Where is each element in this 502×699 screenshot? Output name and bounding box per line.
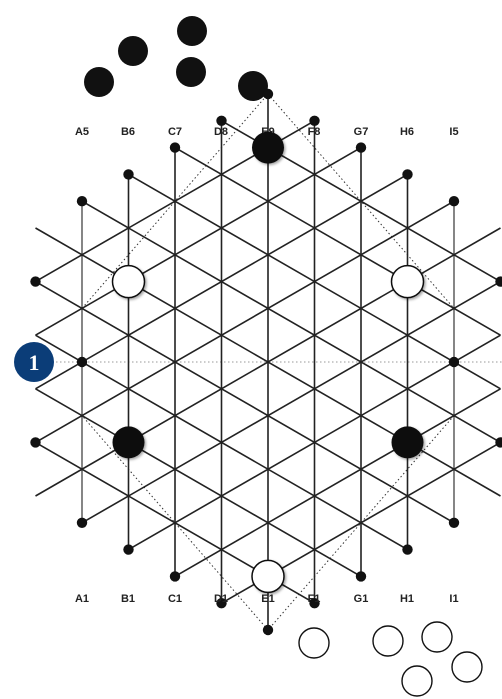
board-edge-dot	[216, 598, 227, 609]
black-reserve-pieces	[84, 16, 268, 101]
board-edge-dot	[355, 142, 367, 153]
diagonal-line	[128, 173, 501, 390]
bottom-coordinate-labels: A1 B1 C1 D1 E1 F1 G1 H1 I1	[75, 593, 459, 605]
diagonal-line	[81, 280, 501, 524]
board-edge-dot	[123, 544, 134, 555]
coord-label-bottom: B1	[121, 593, 135, 605]
diagonal-line	[81, 200, 501, 444]
white-reserve-piece	[372, 625, 404, 657]
diagonal-line	[174, 388, 501, 578]
diagonal-line	[35, 146, 362, 336]
black-reserve-piece	[176, 57, 206, 87]
white-board-piece	[111, 264, 146, 299]
diagonal-line	[35, 227, 501, 497]
coord-label-top: B6	[121, 126, 135, 138]
coord-label-top: H6	[400, 126, 414, 138]
coord-label-bottom: G1	[354, 593, 369, 605]
diagonal-line	[35, 200, 455, 444]
coord-label-bottom: F1	[308, 593, 321, 605]
diagonal-line	[174, 146, 501, 336]
board-edge-dot	[402, 544, 413, 555]
board-edge-dot	[495, 276, 502, 287]
board-edge-dot	[495, 437, 502, 448]
board-edge-dot	[76, 356, 88, 368]
black-reserve-piece	[84, 67, 114, 97]
black-board-piece	[252, 131, 284, 164]
board-edge-dot	[76, 196, 88, 207]
black-reserve-piece	[238, 71, 268, 101]
board-edge-dot	[262, 88, 274, 100]
step-number-label: 1	[29, 350, 40, 375]
white-reserve-pieces	[298, 621, 483, 697]
coord-label-top: G7	[354, 126, 369, 138]
board-edge-dot	[448, 356, 460, 368]
board-edge-dot	[169, 571, 181, 582]
white-board-piece	[390, 264, 425, 299]
diagonal-line	[35, 280, 455, 524]
coord-label-top: A5	[75, 126, 89, 138]
black-reserve-piece	[177, 16, 207, 46]
white-board-piece	[251, 559, 285, 594]
white-reserve-piece	[298, 627, 330, 659]
board-edge-dot	[448, 196, 460, 207]
coord-label-bottom: H1	[400, 593, 414, 605]
board-edge-dot	[448, 517, 460, 528]
coord-label-bottom: A1	[75, 593, 89, 605]
board-edge-dot	[169, 142, 181, 153]
board-edge-dot	[76, 517, 88, 528]
board-edge-dot	[123, 169, 134, 180]
diagonal-line	[35, 334, 408, 551]
board-edge-dot	[402, 169, 413, 180]
black-board-piece	[391, 426, 424, 459]
coord-label-bottom: E1	[261, 593, 274, 605]
board-edge-dot	[309, 598, 320, 609]
coord-label-bottom: I1	[449, 593, 458, 605]
board-edge-dot	[30, 276, 41, 287]
hex-board	[30, 88, 502, 636]
black-board-piece	[112, 426, 145, 459]
white-reserve-piece	[421, 621, 453, 653]
board-edge-dot	[30, 437, 41, 448]
step-number-badge: 1	[14, 342, 54, 382]
coord-label-bottom: C1	[168, 593, 182, 605]
coord-label-top: I5	[449, 126, 458, 138]
coord-label-top: C7	[168, 126, 182, 138]
board-edge-dot	[262, 624, 274, 636]
board-edge-dot	[216, 115, 227, 127]
step-badge-circle	[14, 342, 54, 382]
board-edge-dot	[355, 571, 367, 582]
board-pieces	[111, 131, 425, 594]
white-reserve-piece	[401, 665, 433, 697]
white-reserve-piece	[451, 651, 483, 683]
coord-label-bottom: D1	[214, 593, 228, 605]
board-edge-dot	[309, 115, 320, 127]
black-reserve-piece	[118, 36, 148, 66]
diagonal-line	[35, 388, 362, 578]
